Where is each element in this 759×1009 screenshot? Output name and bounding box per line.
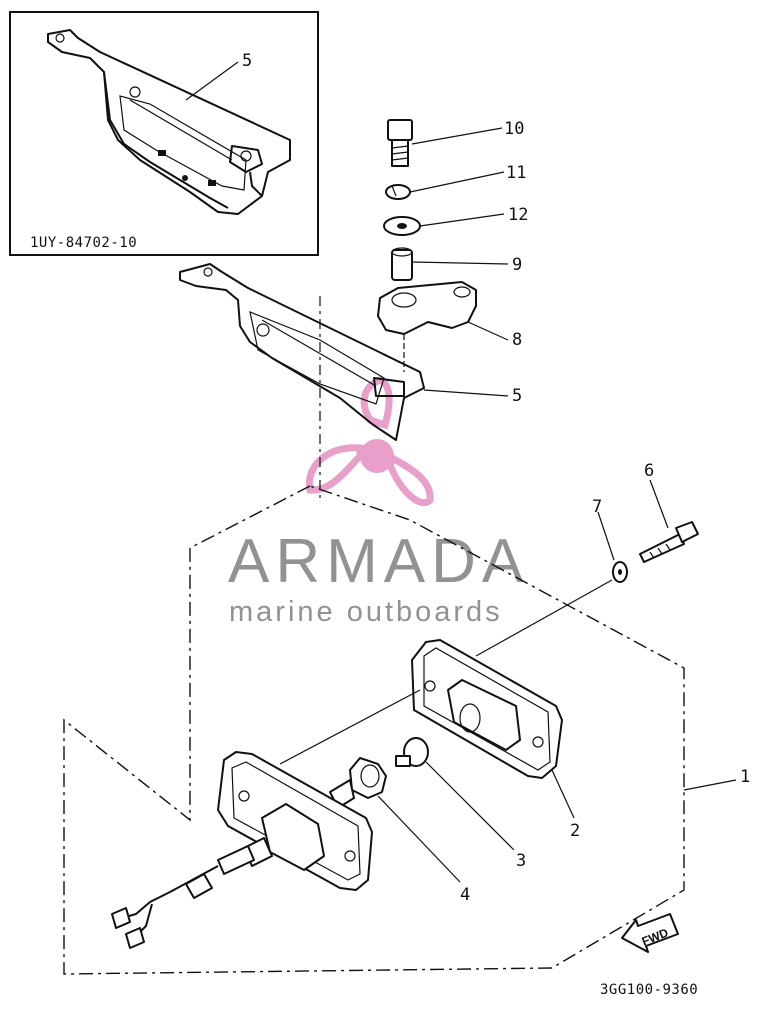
callout-8: 8 <box>512 330 522 350</box>
inset-bracket <box>47 29 291 215</box>
socket-part-4 <box>329 757 387 809</box>
bracket-part-5 <box>179 263 425 498</box>
assembly-outline <box>63 485 685 975</box>
propeller-blade-top <box>360 376 393 430</box>
callout-6: 6 <box>644 461 654 481</box>
collar-part-9 <box>391 247 413 281</box>
callout-5: 5 <box>512 386 522 406</box>
washer-part-7 <box>612 561 628 583</box>
callout-2: 2 <box>570 821 580 841</box>
diagram-code: 3GG100-9360 <box>600 982 698 998</box>
lens-cover-part-2 <box>411 639 563 779</box>
callout-4: 4 <box>460 885 470 905</box>
lamp-housing-base <box>217 689 421 891</box>
callout-12: 12 <box>508 205 528 225</box>
lever-part-8 <box>377 281 477 372</box>
bulb-part-3 <box>395 737 429 767</box>
bolt-part-10 <box>387 119 413 167</box>
screw-part-6 <box>639 521 699 563</box>
callout-9: 9 <box>512 255 522 275</box>
callout-10: 10 <box>504 119 524 139</box>
propeller-blade-left <box>305 444 364 494</box>
watermark-tagline: marine outboards <box>229 596 503 628</box>
callout-1: 1 <box>740 767 750 787</box>
callout-3: 3 <box>516 851 526 871</box>
wire-harness <box>111 837 273 949</box>
callout-11: 11 <box>506 163 526 183</box>
armada-logo: ARMADA marine outboards <box>228 376 529 628</box>
inset-part-code: 1UY-84702-10 <box>30 235 137 251</box>
inset-part-label: 5 <box>242 51 252 71</box>
inset-panel: 5 1UY-84702-10 <box>9 11 319 256</box>
washer-part-12 <box>383 216 421 236</box>
callout-7: 7 <box>592 497 602 517</box>
propeller-blade-right <box>386 452 434 506</box>
fwd-arrow-icon: FWD <box>621 913 679 953</box>
spring-washer-part-11 <box>385 184 411 200</box>
propeller-hub <box>360 439 394 473</box>
watermark-brand: ARMADA <box>228 527 529 596</box>
